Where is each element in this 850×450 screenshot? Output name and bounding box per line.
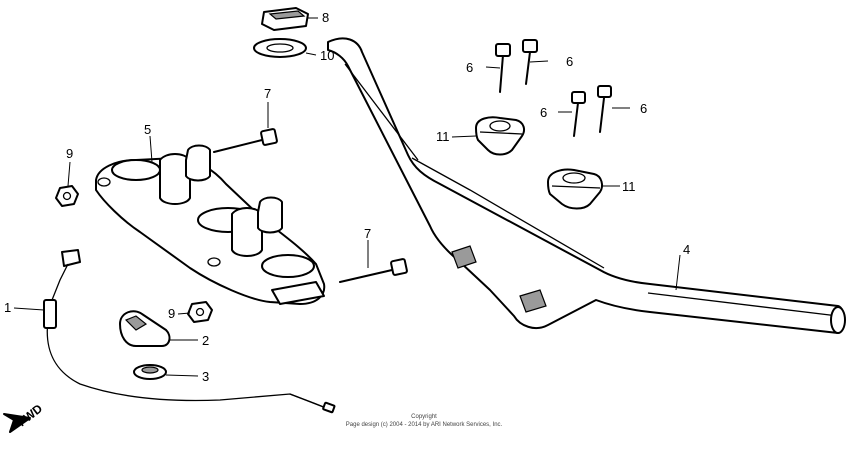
copyright-notice: Copyright Page design (c) 2004 - 2014 by… [346,414,503,428]
pinch-bolt-upper[interactable] [213,128,278,153]
callout-9b: 9 [168,306,175,321]
copyright-line-2: Page design (c) 2004 - 2014 by ARI Netwo… [346,422,503,428]
callout-7a: 7 [264,86,271,101]
steering-stem-nut[interactable] [261,7,309,31]
callout-labels: 1 2 3 4 5 6 6 6 6 7 7 8 9 9 10 11 11 [4,10,690,384]
handlebar[interactable] [327,37,846,334]
holder-bolt-1[interactable] [495,43,511,93]
callout-2: 2 [202,333,209,348]
callout-3: 3 [202,369,209,384]
choke-nut[interactable] [133,364,167,380]
callout-6c: 6 [540,105,547,120]
top-bridge[interactable] [95,144,326,305]
callout-8: 8 [322,10,329,25]
fwd-label: FWD [15,401,45,429]
callout-7b: 7 [364,226,371,241]
stem-washer[interactable] [253,38,307,58]
forward-direction-arrow: FWD [3,401,45,433]
callout-11b: 11 [622,179,636,194]
callout-6d: 6 [640,101,647,116]
holder-bolt-4[interactable] [597,85,612,133]
leader-lines [13,17,681,377]
callout-10: 10 [320,48,334,63]
callout-6b: 6 [566,54,573,69]
holder-bolt-3[interactable] [571,91,586,137]
upper-holder-front[interactable] [547,168,603,210]
callout-4: 4 [683,242,690,257]
copyright-line-1: Copyright [411,414,437,420]
upper-holder-rear[interactable] [475,116,525,156]
pinch-bolt-lower[interactable] [339,258,408,283]
handlebar-knurl-center [451,245,547,313]
callout-11a: 11 [436,129,450,144]
flange-nut-lower[interactable] [187,301,213,323]
callout-9a: 9 [66,146,73,161]
choke-holder[interactable] [119,310,171,347]
choke-cable[interactable] [43,249,336,414]
callout-6a: 6 [466,60,473,75]
callout-5: 5 [144,122,151,137]
flange-nut-upper[interactable] [55,185,79,207]
holder-bolt-2[interactable] [522,39,538,85]
callout-1: 1 [4,300,11,315]
